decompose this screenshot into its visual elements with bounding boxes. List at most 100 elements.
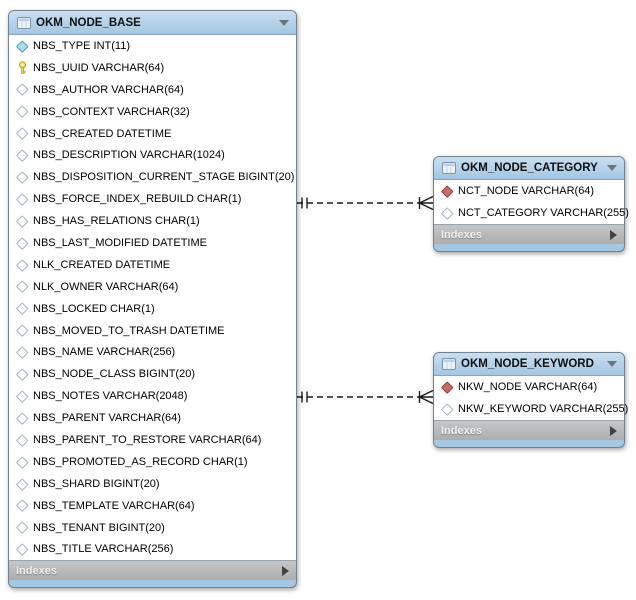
column-label: NBS_LAST_MODIFIED DATETIME — [33, 236, 207, 249]
column-label: NBS_DISPOSITION_CURRENT_STAGE BIGINT(20) — [33, 171, 295, 184]
key-icon — [15, 61, 29, 75]
hollow-diamond-icon — [15, 477, 29, 491]
table-columns: NKW_NODE VARCHAR(64) NKW_KEYWORD VARCHAR… — [434, 376, 628, 421]
hollow-diamond-icon — [15, 367, 29, 381]
indexes-footer[interactable]: Indexes — [9, 561, 296, 581]
hollow-diamond-icon — [15, 280, 29, 294]
red-diamond-icon — [440, 184, 454, 198]
table-header-okm-node-category[interactable]: OKM_NODE_CATEGORY — [434, 157, 624, 180]
column-label: NBS_SHARD BIGINT(20) — [33, 477, 160, 490]
arrow-right-icon[interactable] — [282, 565, 289, 576]
column-label: NLK_CREATED DATETIME — [33, 258, 171, 271]
hollow-diamond-icon — [15, 542, 29, 556]
table-title: OKM_NODE_BASE — [36, 16, 141, 29]
column-label: NBS_TENANT BIGINT(20) — [33, 521, 165, 534]
relationship-base-category[interactable] — [297, 195, 434, 211]
relationship-base-keyword[interactable] — [297, 389, 434, 405]
hollow-diamond-icon — [15, 258, 29, 272]
table-title: OKM_NODE_KEYWORD — [461, 358, 594, 370]
table-okm-node-base[interactable]: OKM_NODE_BASE NBS_TYPE INT(11) NBS_UUID … — [8, 10, 297, 589]
hollow-diamond-icon — [440, 402, 454, 416]
column-label: NBS_TYPE INT(11) — [33, 39, 130, 52]
table-row[interactable]: NBS_FORCE_INDEX_REBUILD CHAR(1) — [9, 188, 296, 210]
hollow-diamond-icon — [440, 206, 454, 220]
column-label: NBS_NAME VARCHAR(256) — [33, 346, 176, 359]
hollow-diamond-icon — [15, 170, 29, 184]
table-row[interactable]: NBS_TEMPLATE VARCHAR(64) — [9, 495, 296, 517]
column-label: NBS_PROMOTED_AS_RECORD CHAR(1) — [33, 455, 248, 468]
table-row[interactable]: NBS_LAST_MODIFIED DATETIME — [9, 232, 296, 254]
table-header-okm-node-keyword[interactable]: OKM_NODE_KEYWORD — [434, 353, 624, 376]
table-okm-node-category[interactable]: OKM_NODE_CATEGORY NCT_NODE VARCHAR(64) N… — [433, 156, 629, 252]
red-diamond-icon — [440, 380, 454, 394]
hollow-diamond-icon — [15, 324, 29, 338]
table-row[interactable]: NBS_PARENT_TO_RESTORE VARCHAR(64) — [9, 429, 296, 451]
hollow-diamond-icon — [15, 83, 29, 97]
indexes-label: Indexes — [441, 424, 482, 437]
column-label: NBS_PARENT VARCHAR(64) — [33, 412, 181, 425]
table-row[interactable]: NBS_LOCKED CHAR(1) — [9, 298, 296, 320]
indexes-footer[interactable]: Indexes — [434, 421, 624, 440]
column-label: NBS_TEMPLATE VARCHAR(64) — [33, 499, 195, 512]
column-label: NBS_FORCE_INDEX_REBUILD CHAR(1) — [33, 193, 242, 206]
hollow-diamond-icon — [15, 499, 29, 513]
table-row[interactable]: NBS_HAS_RELATIONS CHAR(1) — [9, 210, 296, 232]
table-row[interactable]: NCT_NODE VARCHAR(64) — [434, 180, 624, 202]
column-label: NBS_NOTES VARCHAR(2048) — [33, 390, 188, 403]
table-row[interactable]: NBS_SHARD BIGINT(20) — [9, 473, 296, 495]
column-label: NCT_CATEGORY VARCHAR(255) — [458, 207, 629, 219]
table-row[interactable]: NKW_KEYWORD VARCHAR(255) — [434, 398, 628, 420]
table-row[interactable]: NBS_TITLE VARCHAR(256) — [9, 538, 296, 560]
table-row[interactable]: NBS_TYPE INT(11) — [9, 35, 296, 57]
arrow-right-icon[interactable] — [610, 425, 617, 436]
column-label: NBS_MOVED_TO_TRASH DATETIME — [33, 324, 225, 337]
table-row[interactable]: NKW_NODE VARCHAR(64) — [434, 376, 624, 398]
table-row[interactable]: NBS_CREATED DATETIME — [9, 123, 296, 145]
table-row[interactable]: NLK_OWNER VARCHAR(64) — [9, 276, 296, 298]
hollow-diamond-icon — [15, 455, 29, 469]
column-label: NLK_OWNER VARCHAR(64) — [33, 280, 179, 293]
hollow-diamond-icon — [15, 345, 29, 359]
column-label: NBS_TITLE VARCHAR(256) — [33, 543, 174, 556]
column-label: NKW_KEYWORD VARCHAR(255) — [458, 403, 629, 415]
table-row[interactable]: NLK_CREATED DATETIME — [9, 254, 296, 276]
column-label: NBS_LOCKED CHAR(1) — [33, 302, 155, 315]
chevron-down-icon[interactable] — [279, 19, 289, 26]
hollow-diamond-icon — [15, 127, 29, 141]
hollow-diamond-icon — [15, 105, 29, 119]
table-icon — [442, 358, 456, 370]
hollow-diamond-icon — [15, 411, 29, 425]
table-title: OKM_NODE_CATEGORY — [461, 162, 598, 174]
filled-diamond-icon — [15, 39, 29, 53]
table-row[interactable]: NBS_NODE_CLASS BIGINT(20) — [9, 363, 296, 385]
table-row[interactable]: NBS_PROMOTED_AS_RECORD CHAR(1) — [9, 451, 296, 473]
indexes-label: Indexes — [441, 228, 482, 241]
table-row[interactable]: NBS_MOVED_TO_TRASH DATETIME — [9, 320, 296, 342]
table-row[interactable]: NBS_PARENT VARCHAR(64) — [9, 407, 296, 429]
chevron-down-icon[interactable] — [607, 165, 617, 171]
table-row[interactable]: NBS_UUID VARCHAR(64) — [9, 57, 296, 79]
table-row[interactable]: NBS_NOTES VARCHAR(2048) — [9, 385, 296, 407]
table-row[interactable]: NBS_TENANT BIGINT(20) — [9, 517, 296, 539]
table-row[interactable]: NBS_DISPOSITION_CURRENT_STAGE BIGINT(20) — [9, 166, 296, 188]
hollow-diamond-icon — [15, 214, 29, 228]
table-icon — [17, 16, 31, 29]
table-row[interactable]: NBS_AUTHOR VARCHAR(64) — [9, 79, 296, 101]
hollow-diamond-icon — [15, 148, 29, 162]
table-row[interactable]: NBS_DESCRIPTION VARCHAR(1024) — [9, 144, 296, 166]
table-row[interactable]: NBS_CONTEXT VARCHAR(32) — [9, 101, 296, 123]
chevron-down-icon[interactable] — [607, 361, 617, 367]
hollow-diamond-icon — [15, 521, 29, 535]
column-label: NBS_AUTHOR VARCHAR(64) — [33, 83, 184, 96]
arrow-right-icon[interactable] — [610, 229, 617, 240]
table-columns: NBS_TYPE INT(11) NBS_UUID VARCHAR(64) NB… — [9, 35, 296, 562]
table-row[interactable]: NCT_CATEGORY VARCHAR(255) — [434, 202, 629, 224]
table-row[interactable]: NBS_NAME VARCHAR(256) — [9, 341, 296, 363]
column-label: NBS_HAS_RELATIONS CHAR(1) — [33, 215, 200, 228]
hollow-diamond-icon — [15, 192, 29, 206]
table-okm-node-keyword[interactable]: OKM_NODE_KEYWORD NKW_NODE VARCHAR(64) NK… — [433, 352, 628, 448]
column-label: NBS_CONTEXT VARCHAR(32) — [33, 105, 190, 118]
table-header-okm-node-base[interactable]: OKM_NODE_BASE — [9, 11, 296, 35]
indexes-footer[interactable]: Indexes — [434, 225, 624, 244]
